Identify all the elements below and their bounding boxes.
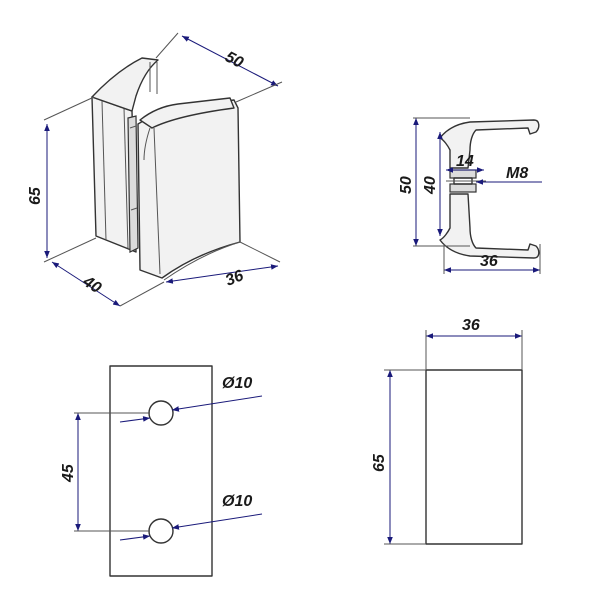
dim-front-height: 65 <box>371 453 388 472</box>
dim-side-bolt-head: 14 <box>456 153 474 170</box>
isometric-view: 50 65 40 36 <box>27 32 283 307</box>
front-top-face <box>139 97 235 129</box>
side-nut <box>449 169 477 179</box>
dim-side-width: 36 <box>480 253 498 270</box>
dim-side-height: 50 <box>398 176 415 194</box>
front-plate <box>425 369 523 545</box>
back-view: 45 Ø10 Ø10 <box>60 365 263 577</box>
dim-back-hole-top: Ø10 <box>222 375 252 392</box>
dim-front-width: 36 <box>462 317 480 334</box>
dim-side-thread: M8 <box>506 165 528 182</box>
neck-part <box>127 115 139 253</box>
dim-iso-depth: 50 <box>222 49 246 72</box>
dim-side-inner: 40 <box>422 176 439 195</box>
dim-back-hole-spacing: 45 <box>60 463 77 483</box>
back-plate <box>109 365 213 577</box>
side-top-flange <box>439 119 540 169</box>
dim-iso-height: 65 <box>27 186 44 205</box>
dim-back-hole-bottom: Ø10 <box>222 493 252 510</box>
side-bottom-flange <box>439 193 540 259</box>
dim-iso-front: 36 <box>223 267 246 289</box>
side-view: 50 40 14 M8 36 <box>398 117 542 274</box>
rear-top-lip <box>91 57 159 112</box>
front-view: 36 65 <box>371 317 523 545</box>
side-washer <box>449 183 477 193</box>
hole-top <box>148 400 174 426</box>
hole-bottom <box>148 518 174 544</box>
